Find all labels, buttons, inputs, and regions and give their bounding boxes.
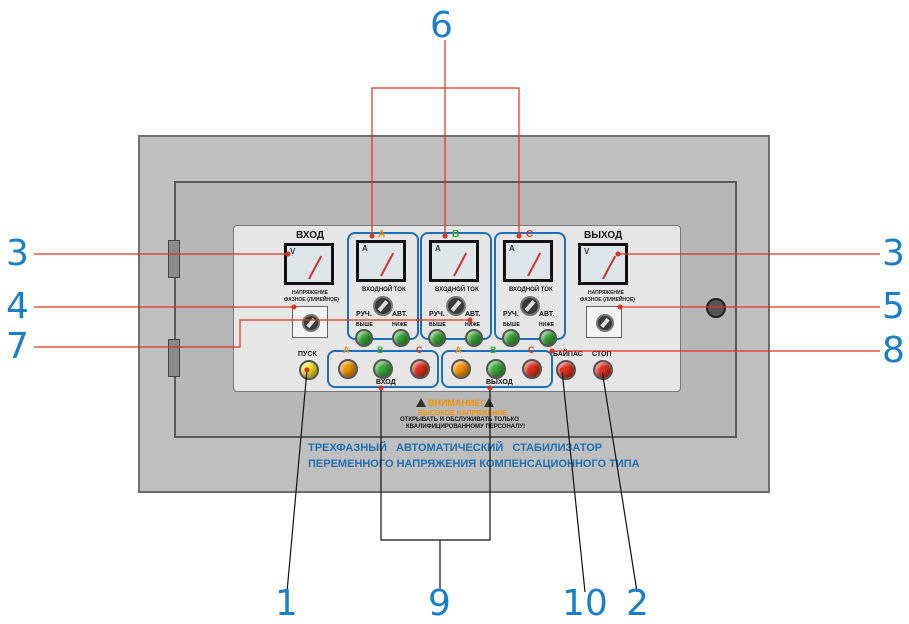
phase-a-manual: РУЧ.	[356, 311, 372, 318]
callout-6: 6	[430, 5, 453, 46]
input-lamp-a	[338, 359, 358, 379]
output-lamp-c	[522, 359, 542, 379]
input-lamp-b-label: B	[377, 345, 384, 355]
stop-label: СТОП	[592, 351, 612, 358]
leader-2	[601, 369, 638, 593]
phase-c-manual: РУЧ.	[503, 311, 519, 318]
leader-9	[380, 388, 491, 541]
phase-c-current-label: ВХОДНОЙ ТОК	[509, 287, 553, 293]
phase-a-auto: АВТ.	[392, 311, 408, 318]
phase-a-lower: НИЖЕ	[392, 322, 408, 328]
input-voltage-label-2: ФАЗНОЕ (ЛИНЕЙНОЕ)	[284, 297, 339, 303]
callout-3-right: 3	[882, 233, 905, 274]
output-lamp-b-label: B	[490, 345, 497, 355]
hinge-top	[168, 240, 180, 278]
phase-c-auto: АВТ.	[539, 311, 555, 318]
device-title-line-2: ПЕРЕМЕННОГО НАПРЯЖЕНИЯ КОМПЕНСАЦИОННОГО …	[308, 458, 640, 470]
output-voltage-label-2: ФАЗНОЕ (ЛИНЕЙНОЕ)	[580, 297, 635, 303]
phase-b-mode-switch[interactable]	[446, 296, 466, 316]
callout-5: 5	[882, 286, 905, 327]
meter-unit: A	[435, 244, 441, 253]
phase-c-lower-button[interactable]	[539, 329, 557, 347]
input-lamp-a-label: A	[343, 345, 350, 355]
output-lamp-a-label: A	[455, 345, 462, 355]
output-lamps-frame	[441, 350, 553, 388]
leader-1	[286, 369, 308, 593]
output-phase-switch[interactable]	[586, 306, 622, 338]
output-voltage-label-1: НАПРЯЖЕНИЕ	[588, 290, 624, 296]
callout-2: 2	[626, 583, 649, 624]
phase-c-higher: ВЫШЕ	[503, 322, 520, 328]
phase-c-frame	[494, 232, 566, 340]
warning-triangle-icon	[416, 398, 426, 407]
output-lamp-b	[486, 359, 506, 379]
warning-line-2: КВАЛИФИЦИРОВАННОМУ ПЕРСОНАЛУ!	[406, 424, 526, 430]
phase-c-mode-switch[interactable]	[520, 296, 540, 316]
callout-9: 9	[428, 583, 451, 624]
door-lock[interactable]	[706, 298, 726, 318]
phase-b-label: B	[452, 229, 460, 240]
phase-b-auto: АВТ.	[465, 311, 481, 318]
input-lamp-c	[410, 359, 430, 379]
callout-8: 8	[882, 330, 905, 371]
phase-b-lower-button[interactable]	[465, 329, 483, 347]
input-voltmeter: V	[284, 243, 334, 285]
callout-7: 7	[6, 326, 29, 367]
device-title-line-1: ТРЕХФАЗНЫЙ АВТОМАТИЧЕСКИЙ СТАБИЛИЗАТОР	[308, 442, 603, 454]
phase-c-label: C	[526, 229, 534, 240]
leader-7	[34, 319, 470, 348]
phase-a-frame	[347, 232, 419, 340]
output-title: ВЫХОД	[584, 230, 623, 241]
phase-c-higher-button[interactable]	[502, 329, 520, 347]
meter-unit: A	[362, 244, 368, 253]
phase-b-higher-button[interactable]	[428, 329, 446, 347]
output-voltmeter: V	[578, 243, 628, 285]
meter-unit: A	[509, 244, 515, 253]
meter-unit: V	[290, 247, 296, 256]
phase-a-higher: ВЫШЕ	[356, 322, 373, 328]
warning-high-voltage: ВЫСОКОЕ НАПРЯЖЕНИЕ	[418, 410, 507, 417]
phase-b-ammeter: A	[429, 240, 479, 282]
phase-b-current-label: ВХОДНОЙ ТОК	[435, 287, 479, 293]
callout-4: 4	[6, 286, 29, 327]
leader-10	[561, 369, 586, 593]
output-lamp-a	[451, 359, 471, 379]
input-voltage-label-1: НАПРЯЖЕНИЕ	[292, 290, 328, 296]
phase-a-label: A	[378, 229, 386, 240]
phase-a-higher-button[interactable]	[355, 329, 373, 347]
phase-c-lower: НИЖЕ	[539, 322, 555, 328]
phase-b-manual: РУЧ.	[429, 311, 445, 318]
phase-a-current-label: ВХОДНОЙ ТОК	[362, 287, 406, 293]
input-phase-switch[interactable]	[292, 306, 328, 338]
phase-a-mode-switch[interactable]	[373, 296, 393, 316]
phase-a-lower-button[interactable]	[392, 329, 410, 347]
phase-b-lower: НИЖЕ	[465, 322, 481, 328]
input-lamp-b	[373, 359, 393, 379]
input-group-label: ВХОД	[374, 379, 398, 386]
input-lamp-c-label: C	[416, 345, 423, 355]
phase-a-ammeter: A	[356, 240, 406, 282]
callout-1: 1	[275, 583, 298, 624]
warning-line-1: ОТКРЫВАТЬ И ОБСЛУЖИВАТЬ ТОЛЬКО	[400, 417, 519, 423]
callout-10: 10	[562, 583, 608, 624]
phase-b-frame	[420, 232, 492, 340]
input-title: ВХОД	[296, 230, 325, 241]
hinge-bottom	[168, 339, 180, 377]
output-lamp-c-label: C	[528, 345, 535, 355]
phase-c-ammeter: A	[503, 240, 553, 282]
phase-b-higher: ВЫШЕ	[429, 322, 446, 328]
bypass-button[interactable]	[556, 360, 576, 380]
meter-unit: V	[584, 247, 590, 256]
warning-triangle-icon	[484, 398, 494, 407]
callout-3-left: 3	[6, 233, 29, 274]
start-label: ПУСК	[298, 351, 317, 358]
output-group-label: ВЫХОД	[484, 379, 515, 386]
bypass-label: БАЙПАС	[553, 351, 583, 358]
warning-title: ВНИМАНИЕ!	[428, 398, 484, 408]
